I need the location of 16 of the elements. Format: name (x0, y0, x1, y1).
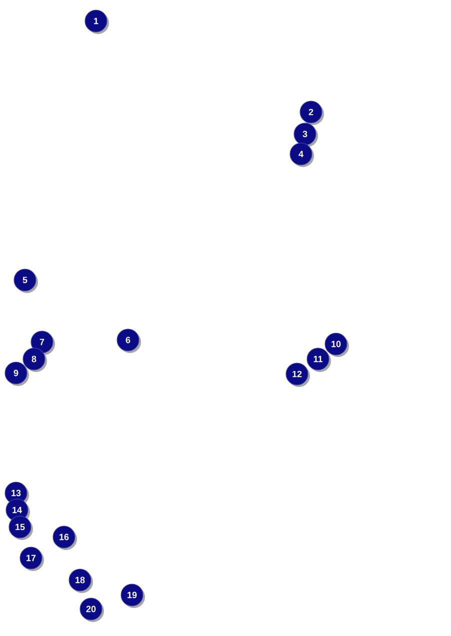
callout-number: 2 (300, 100, 324, 125)
callout-number: 11 (306, 348, 331, 372)
callout-number: 6 (116, 328, 141, 353)
callout-number: 19 (120, 584, 145, 608)
callout-number: 8 (22, 348, 47, 372)
callout-number: 12 (286, 362, 310, 387)
callout-number: 1 (84, 10, 109, 34)
callout-number: 5 (14, 268, 38, 293)
callout-number: 20 (80, 598, 104, 622)
callout-number: 17 (20, 546, 44, 571)
callout-number: 9 (4, 362, 29, 386)
callout-number: 4 (290, 142, 314, 167)
callout-number: 10 (324, 332, 349, 357)
callout-number: 15 (8, 516, 33, 540)
callout-number: 16 (52, 526, 77, 550)
callout-number: 18 (68, 568, 93, 593)
